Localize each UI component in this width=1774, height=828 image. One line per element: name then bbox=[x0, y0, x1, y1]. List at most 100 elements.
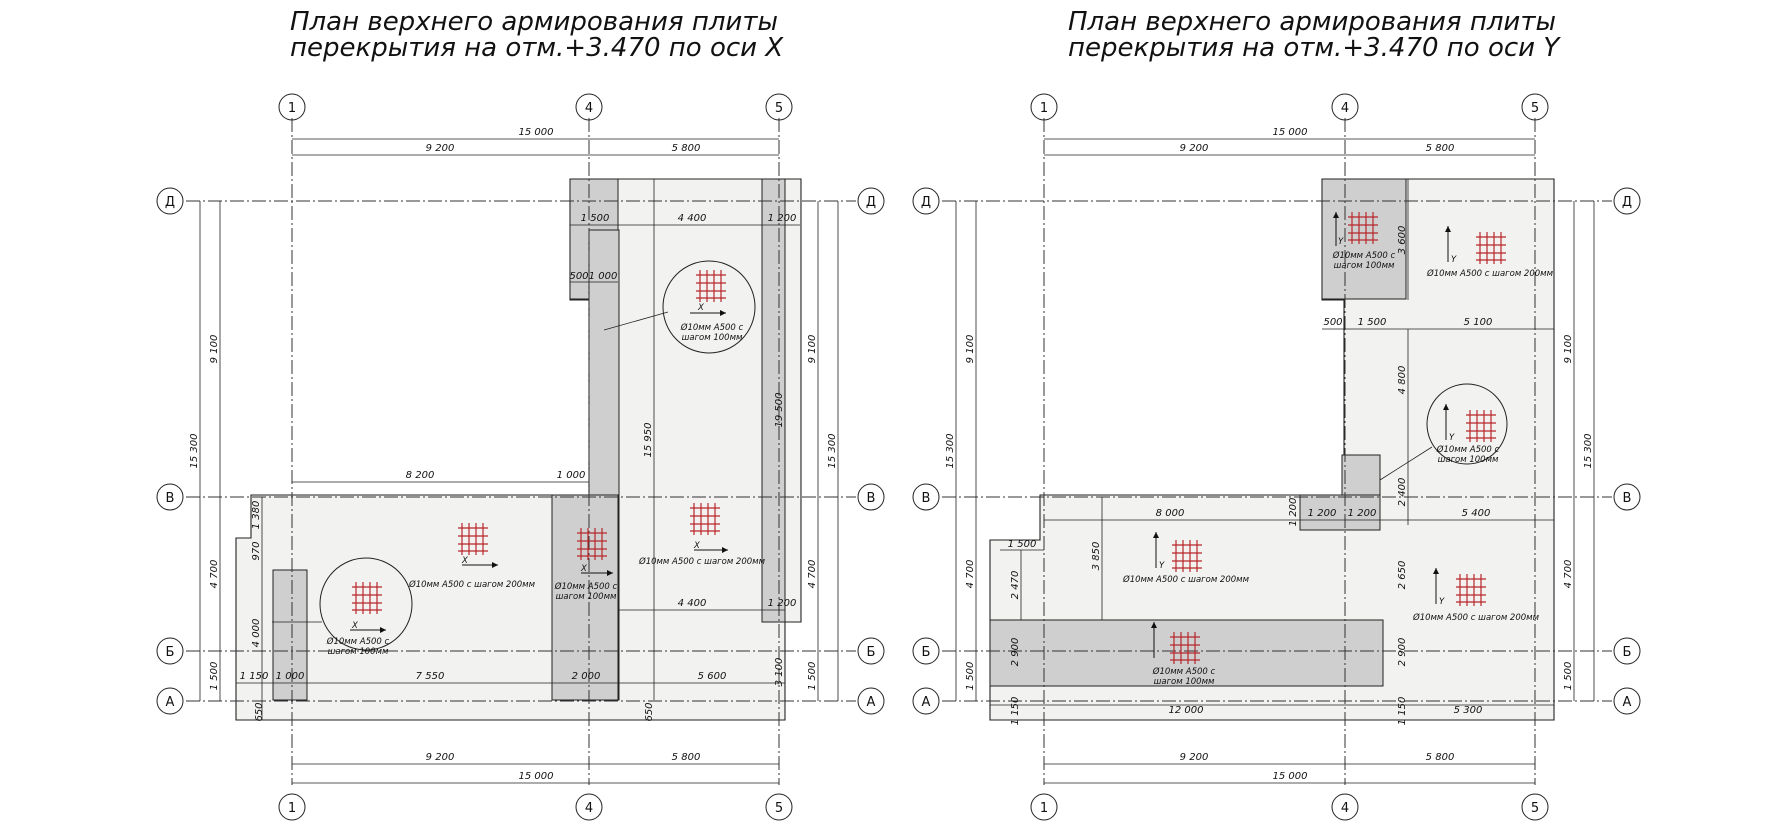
axis-bubble-y-bottom-1 bbox=[1030, 793, 1058, 821]
title-line2-y: перекрытия на отм.+3.470 по оси Y bbox=[1068, 33, 1561, 63]
zone-y-top-left bbox=[1321, 178, 1407, 300]
callout-circle-y-1 bbox=[1426, 383, 1508, 465]
axis-bubble-y-right-v bbox=[1613, 483, 1641, 511]
rebar-mesh-x-4 bbox=[690, 503, 720, 535]
note-x-5-a: Ø10мм А500 с bbox=[326, 636, 390, 647]
axis-label-x-left-b: Б bbox=[166, 645, 175, 660]
axis-bubble-x-bottom-4 bbox=[575, 793, 603, 821]
axis-label-y-right-a: А bbox=[1623, 695, 1632, 710]
axis-label-x-right-v: В bbox=[867, 491, 876, 506]
dim-y-int-2: 500 bbox=[1323, 317, 1342, 328]
note-y-3-a: Ø10мм А500 с bbox=[1436, 444, 1500, 455]
axis-symbol-y-4: Y bbox=[1159, 561, 1165, 571]
dim-x-int-22: 3 100 bbox=[774, 658, 785, 687]
axis-symbol-x-5: X bbox=[351, 621, 358, 631]
dim-x-int-13: 4 400 bbox=[678, 598, 707, 609]
axis-label-y-right-b: Б bbox=[1623, 645, 1632, 660]
rebar-mesh-y-1 bbox=[1348, 212, 1378, 244]
axis-symbol-y-5: Y bbox=[1439, 597, 1445, 607]
note-y-6-a: Ø10мм А500 с bbox=[1152, 666, 1216, 677]
note-y-1-b: шагом 100мм bbox=[1334, 261, 1395, 271]
axis-bubble-y-right-a bbox=[1613, 687, 1641, 715]
direction-arrow-y-5 bbox=[1433, 568, 1439, 604]
title-line2-x: перекрытия на отм.+3.470 по оси X bbox=[290, 33, 784, 63]
axis-label-x-top-5: 5 bbox=[775, 101, 783, 116]
dim-y-int-15: 2 650 bbox=[1397, 561, 1408, 590]
dim-x-int-20: 650 bbox=[254, 702, 265, 721]
direction-arrow-y-6 bbox=[1151, 622, 1157, 658]
dim-x-int-18: 2 000 bbox=[572, 671, 601, 682]
dim-x-bottom-total: 15 000 bbox=[519, 771, 554, 782]
dim-x-right-upper: 9 100 bbox=[807, 335, 818, 364]
axis-bubble-y-left-d bbox=[912, 187, 940, 215]
dim-x-int-6: 8 200 bbox=[406, 470, 435, 481]
dim-y-right-total: 15 300 bbox=[1583, 434, 1594, 469]
direction-arrow-x-4 bbox=[694, 547, 728, 553]
axis-bubble-y-right-d bbox=[1613, 187, 1641, 215]
title-line1-y: План верхнего армирования плиты bbox=[1068, 7, 1556, 37]
dim-y-left-upper: 9 100 bbox=[965, 335, 976, 364]
dim-y-left-total: 15 300 bbox=[945, 434, 956, 469]
note-x-2: Ø10мм А500 с шагом 200мм bbox=[408, 579, 536, 590]
callout-circle-x-2 bbox=[319, 557, 413, 651]
direction-arrow-x-1 bbox=[690, 310, 726, 316]
rebar-mesh-x-1 bbox=[696, 270, 726, 302]
direction-arrow-y-2 bbox=[1445, 226, 1451, 262]
dim-y-int-17: 2 900 bbox=[1397, 638, 1408, 667]
axis-bubble-x-left-v bbox=[156, 483, 184, 511]
axis-bubble-x-right-v bbox=[857, 483, 885, 511]
axis-label-x-left-a: А bbox=[166, 695, 175, 710]
rebar-mesh-y-4 bbox=[1172, 540, 1202, 572]
dim-y-int-21: 5 300 bbox=[1454, 705, 1483, 716]
note-x-4: Ø10мм А500 с шагом 200мм bbox=[638, 556, 766, 567]
axis-symbol-x-2: X bbox=[461, 556, 468, 566]
axis-symbol-y-3: Y bbox=[1449, 433, 1455, 443]
axis-bubble-x-bottom-5 bbox=[765, 793, 793, 821]
rebar-mesh-x-5 bbox=[352, 582, 382, 614]
leader-x-1 bbox=[603, 311, 669, 331]
axis-label-y-left-v: В bbox=[922, 491, 931, 506]
leader-y-1 bbox=[1379, 446, 1433, 481]
dim-y-int-10: 5 400 bbox=[1462, 508, 1491, 519]
dim-y-top-left: 9 200 bbox=[1180, 143, 1209, 154]
zone-x-lower-mid bbox=[551, 494, 619, 701]
axis-label-y-right-v: В bbox=[1623, 491, 1632, 506]
rebar-mesh-x-3 bbox=[577, 528, 607, 560]
axis-bubble-x-top-1 bbox=[278, 93, 306, 121]
axis-symbol-x-4: X bbox=[693, 541, 700, 551]
axis-label-x-top-4: 4 bbox=[585, 101, 593, 116]
axis-symbol-x-3: X bbox=[580, 564, 587, 574]
axis-bubble-x-right-b bbox=[857, 637, 885, 665]
dim-x-right-lower: 1 500 bbox=[807, 662, 818, 691]
slab-outline-x bbox=[235, 178, 802, 721]
direction-arrow-y-3 bbox=[1443, 404, 1449, 440]
axis-label-x-bottom-1: 1 bbox=[288, 801, 296, 816]
note-x-3-b: шагом 100мм bbox=[556, 592, 617, 602]
dim-x-left-total: 15 300 bbox=[189, 434, 200, 469]
note-x-1-a: Ø10мм А500 с bbox=[680, 322, 744, 333]
dim-x-int-9: 19 500 bbox=[774, 393, 785, 428]
rebar-mesh-y-6 bbox=[1170, 632, 1200, 664]
dim-y-int-5: 4 800 bbox=[1397, 366, 1408, 395]
zone-y-mid-left bbox=[1299, 494, 1381, 531]
axis-label-x-right-a: А bbox=[867, 695, 876, 710]
dim-x-int-3: 1 200 bbox=[768, 213, 797, 224]
axis-label-y-top-5: 5 bbox=[1531, 101, 1539, 116]
dim-y-top-total: 15 000 bbox=[1273, 127, 1308, 138]
dim-x-int-2: 4 400 bbox=[678, 213, 707, 224]
axis-bubble-y-left-a bbox=[912, 687, 940, 715]
dim-y-right-lower: 1 500 bbox=[1563, 662, 1574, 691]
axis-bubble-y-bottom-4 bbox=[1331, 793, 1359, 821]
axis-symbol-y-1: Y bbox=[1338, 237, 1344, 247]
axis-symbol-x-1: X bbox=[697, 303, 704, 313]
axis-bubble-y-left-b bbox=[912, 637, 940, 665]
rebar-mesh-y-5 bbox=[1456, 574, 1486, 606]
axis-label-y-bottom-5: 5 bbox=[1531, 801, 1539, 816]
dim-y-int-9: 1 200 bbox=[1348, 508, 1377, 519]
dim-x-int-21: 650 bbox=[644, 702, 655, 721]
note-y-2: Ø10мм А500 с шагом 200мм bbox=[1426, 268, 1554, 279]
note-y-1-a: Ø10мм А500 с bbox=[1332, 250, 1396, 261]
axis-label-y-bottom-1: 1 bbox=[1040, 801, 1048, 816]
dim-x-int-17: 7 550 bbox=[416, 671, 445, 682]
axis-label-y-top-4: 4 bbox=[1341, 101, 1349, 116]
